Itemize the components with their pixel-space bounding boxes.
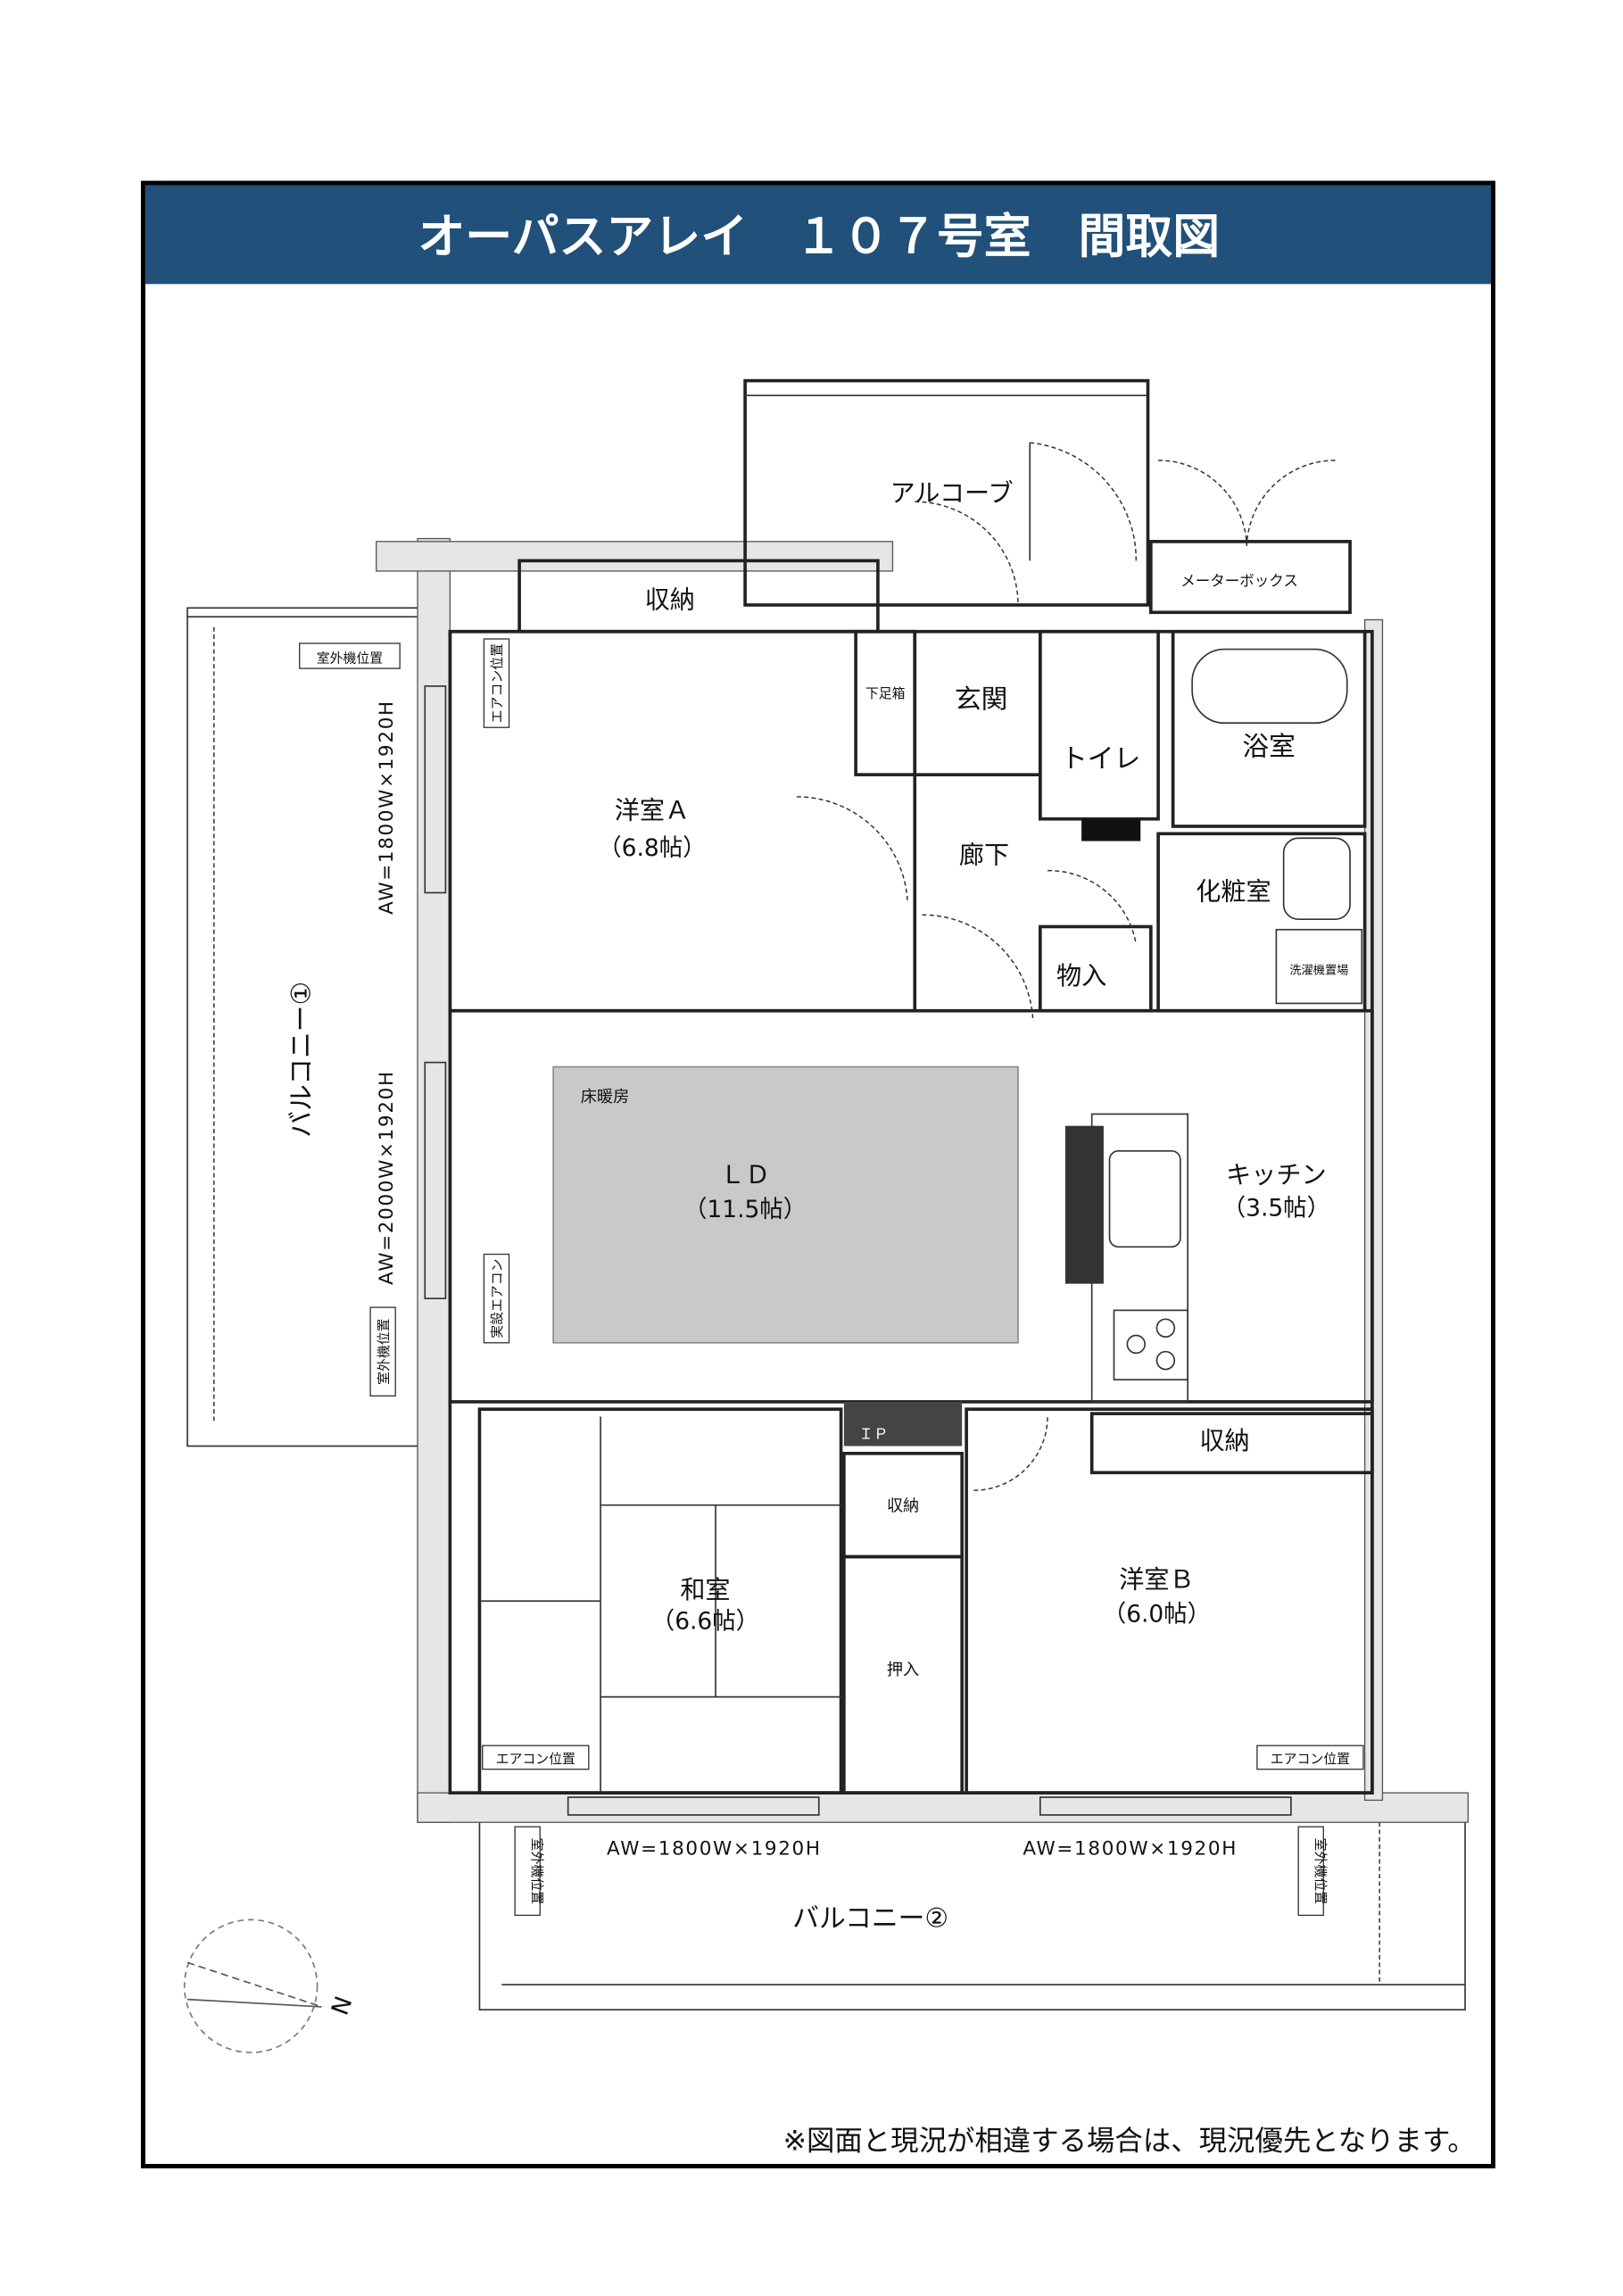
label-ld-size: （11.5帖） [683,1196,807,1223]
meter-box [1149,540,1352,615]
room-bath [1171,629,1367,828]
label-shoe-box: 下足箱 [865,685,906,701]
tag-ac-ld: 実設エアコン [489,1259,505,1339]
label-oshiire: 押入 [887,1661,919,1679]
room-western-b [965,1407,1374,1795]
label-western-a-size: （6.8帖） [598,834,706,862]
tag-outdoor-unit-1: 室外機位置 [317,650,383,666]
tag-outdoor-unit-3: 室外機位置 [529,1838,545,1904]
title-bar [145,185,1491,285]
label-ip: ＩＰ [858,1425,888,1442]
label-western-b-size: （6.0帖） [1103,1600,1211,1628]
label-entrance: 玄関 [955,684,1008,716]
label-balcony-1: バルコニー① [286,982,317,1138]
label-storage-b: 収納 [1199,1426,1249,1455]
shoe-box [854,629,917,776]
label-storage-top: 収納 [645,584,695,614]
storage-b [1089,1412,1374,1475]
label-alcove: アルコーブ [890,478,1014,508]
label-toilet: トイレ [1061,743,1140,775]
window-label-4: AW=1800W×1920H [1023,1838,1238,1861]
alcove [743,378,1150,607]
tag-ac-j: エアコン位置 [496,1751,576,1767]
label-japanese-size: （6.6帖） [651,1608,759,1636]
sink-icon [1108,1149,1181,1248]
label-balcony-2: バルコニー② [792,1903,948,1935]
label-kitchen-size: （3.5帖） [1222,1195,1330,1223]
page-title: オーパスアレイ １０７号室 間取図 [418,210,1220,264]
window-label-3: AW=1800W×1920H [607,1838,822,1861]
label-storage-japanese: 収納 [887,1496,919,1515]
tag-outdoor-unit-4: 室外機位置 [1312,1838,1329,1904]
label-hallway: 廊下 [959,840,1009,869]
oshiire [842,1554,964,1795]
footer-note: ※図面と現況が相違する場合は、現況優先となります。 [783,2125,1476,2157]
label-western-b: 洋室Ｂ [1119,1564,1194,1594]
label-washer: 洗濯機置場 [1289,963,1348,977]
label-bath: 浴室 [1242,732,1296,763]
floor-heating-area [552,1065,1019,1344]
label-western-a: 洋室Ａ [615,796,690,825]
tag-ac-b: エアコン位置 [1271,1751,1350,1767]
label-japanese: 和室 [680,1575,730,1604]
floor-plan [186,378,1470,2011]
window-label-1: AW=1800W×1920H [376,700,398,915]
label-floor-heating: 床暖房 [581,1088,630,1107]
label-vanity: 化粧室 [1196,877,1271,907]
label-closet: 物入 [1056,961,1106,991]
stove-icon [1113,1309,1188,1380]
tag-outdoor-unit-2: 室外機位置 [376,1318,392,1384]
label-ld: ＬＤ [720,1160,770,1189]
window-label-2: AW=2000W×1920H [376,1070,398,1285]
label-meter-box: メーターボックス [1180,572,1298,589]
label-kitchen: キッチン [1226,1160,1326,1189]
tag-ac-a: エアコン位置 [489,643,505,723]
